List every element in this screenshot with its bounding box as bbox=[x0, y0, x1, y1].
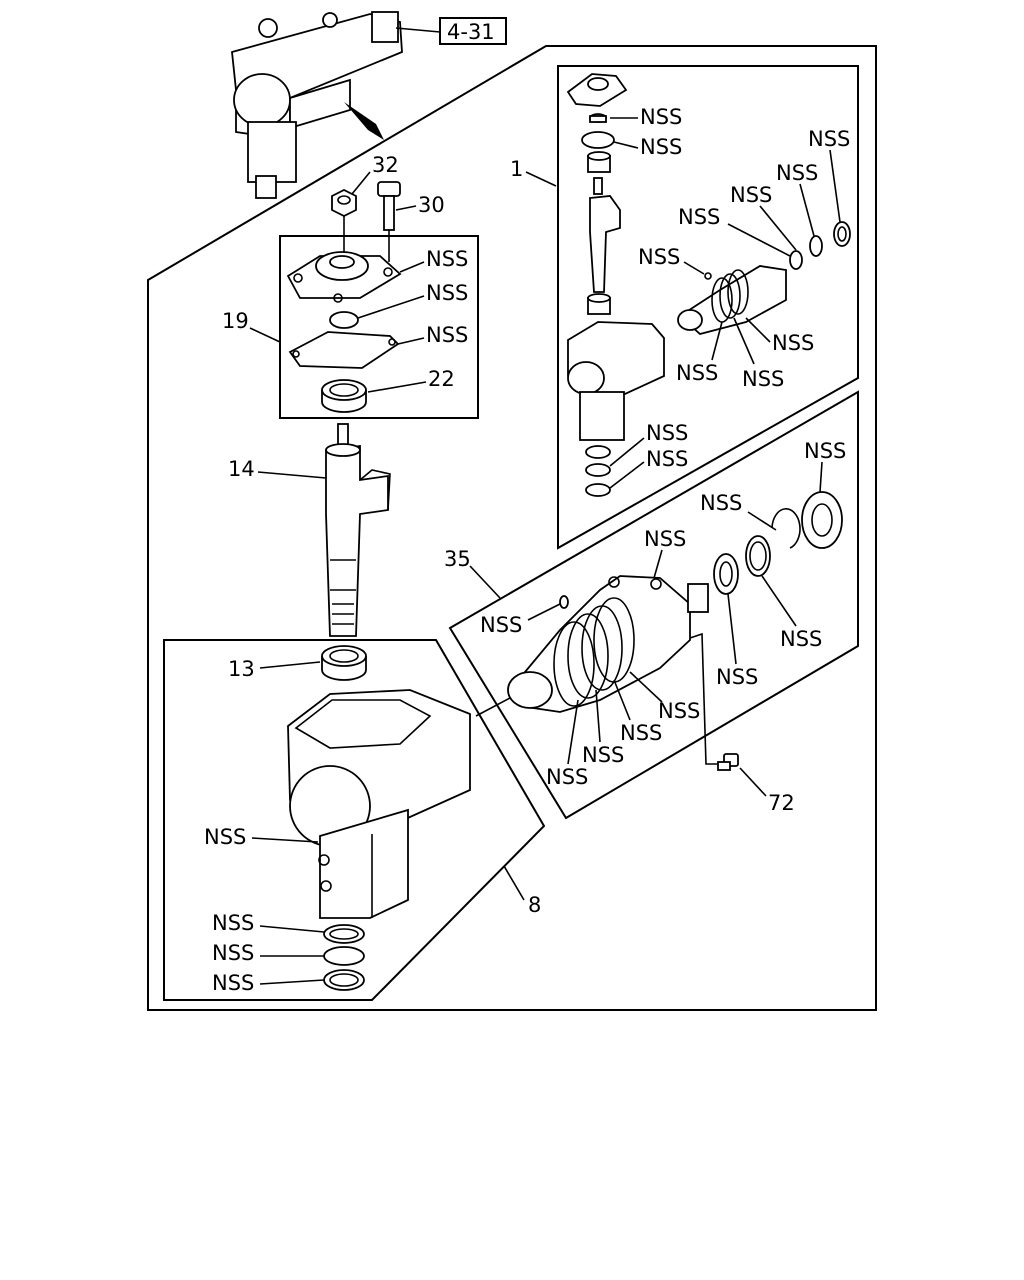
nss-1-i[interactable]: NSS bbox=[676, 361, 718, 385]
part-35-valve-body bbox=[507, 575, 709, 713]
nss-1-d[interactable]: NSS bbox=[776, 161, 818, 185]
part-19-gasket bbox=[288, 331, 400, 369]
nss-35-c[interactable]: NSS bbox=[804, 439, 846, 463]
steering-gear-overview bbox=[231, 11, 441, 199]
nss-19-c[interactable]: NSS bbox=[426, 323, 468, 347]
part-14-sector-shaft bbox=[325, 423, 391, 637]
box-19-frame bbox=[279, 235, 479, 419]
part-35-ring-a bbox=[713, 553, 739, 595]
part-1-seal-c bbox=[585, 483, 611, 497]
page-ref-label[interactable]: 4-31 bbox=[447, 20, 495, 44]
box-35-frame bbox=[448, 390, 859, 820]
part-22-bearing bbox=[321, 379, 367, 413]
page-ref-box bbox=[439, 17, 507, 45]
part-1-ring-c bbox=[833, 221, 851, 247]
part-19-oring bbox=[329, 311, 359, 329]
nss-8-c[interactable]: NSS bbox=[212, 971, 254, 995]
part-8-seal-a bbox=[323, 924, 365, 944]
outer-frame bbox=[147, 45, 877, 1011]
part-35-ring-b bbox=[745, 535, 771, 577]
nss-35-a[interactable]: NSS bbox=[644, 527, 686, 551]
part-35-small-ring bbox=[559, 595, 569, 609]
label-1[interactable]: 1 bbox=[510, 157, 523, 181]
nss-8-housing[interactable]: NSS bbox=[204, 825, 246, 849]
nss-1-l[interactable]: NSS bbox=[646, 447, 688, 471]
part-1-bearing-mid bbox=[587, 293, 611, 315]
nss-19-a[interactable]: NSS bbox=[426, 247, 468, 271]
box-1-frame bbox=[557, 65, 859, 550]
nss-35-h[interactable]: NSS bbox=[620, 721, 662, 745]
label-72[interactable]: 72 bbox=[768, 791, 795, 815]
nss-35-f[interactable]: NSS bbox=[780, 627, 822, 651]
nss-1-h[interactable]: NSS bbox=[772, 331, 814, 355]
part-13-bearing bbox=[321, 645, 367, 681]
box-8-frame bbox=[163, 639, 546, 1001]
part-1-valve bbox=[677, 265, 787, 335]
part-1-ring-b bbox=[809, 235, 823, 257]
label-30[interactable]: 30 bbox=[418, 193, 445, 217]
part-1-oring bbox=[581, 131, 615, 149]
part-30-bolt bbox=[377, 181, 401, 231]
nss-1-a[interactable]: NSS bbox=[640, 105, 682, 129]
part-1-housing bbox=[567, 321, 665, 441]
nss-1-f[interactable]: NSS bbox=[678, 205, 720, 229]
part-35-bearing bbox=[801, 491, 843, 549]
label-13[interactable]: 13 bbox=[228, 657, 255, 681]
nss-1-g[interactable]: NSS bbox=[638, 245, 680, 269]
nss-35-i[interactable]: NSS bbox=[582, 743, 624, 767]
part-32-nut bbox=[331, 188, 357, 218]
label-14[interactable]: 14 bbox=[228, 457, 255, 481]
label-35[interactable]: 35 bbox=[444, 547, 471, 571]
nss-1-e[interactable]: NSS bbox=[730, 183, 772, 207]
part-1-seal-b bbox=[585, 463, 611, 477]
part-8-seal-b bbox=[323, 946, 365, 966]
part-1-bearing-top bbox=[587, 151, 611, 173]
label-8[interactable]: 8 bbox=[528, 893, 541, 917]
part-19-cover bbox=[286, 251, 402, 303]
label-32[interactable]: 32 bbox=[372, 153, 399, 177]
part-1-top-cover bbox=[566, 73, 628, 107]
nss-35-j[interactable]: NSS bbox=[546, 765, 588, 789]
label-19[interactable]: 19 bbox=[222, 309, 249, 333]
arrow-icon bbox=[344, 102, 384, 140]
part-1-seal-a bbox=[585, 445, 611, 459]
part-72-bolt bbox=[717, 753, 739, 771]
nss-1-b[interactable]: NSS bbox=[640, 135, 682, 159]
label-22[interactable]: 22 bbox=[428, 367, 455, 391]
nss-35-b[interactable]: NSS bbox=[700, 491, 742, 515]
nss-1-c[interactable]: NSS bbox=[808, 127, 850, 151]
nss-8-b[interactable]: NSS bbox=[212, 941, 254, 965]
nss-35-e[interactable]: NSS bbox=[716, 665, 758, 689]
part-1-small-ring bbox=[589, 113, 607, 123]
nss-35-g[interactable]: NSS bbox=[658, 699, 700, 723]
nss-8-a[interactable]: NSS bbox=[212, 911, 254, 935]
nss-1-j[interactable]: NSS bbox=[742, 367, 784, 391]
nss-19-b[interactable]: NSS bbox=[426, 281, 468, 305]
nss-1-k[interactable]: NSS bbox=[646, 421, 688, 445]
nss-35-d[interactable]: NSS bbox=[480, 613, 522, 637]
part-1-shaft bbox=[589, 177, 621, 293]
part-35-snap-ring bbox=[771, 508, 801, 549]
part-8-seal-c bbox=[323, 969, 365, 991]
part-1-ring-a bbox=[789, 250, 803, 270]
part-8-gear-housing bbox=[287, 689, 471, 919]
